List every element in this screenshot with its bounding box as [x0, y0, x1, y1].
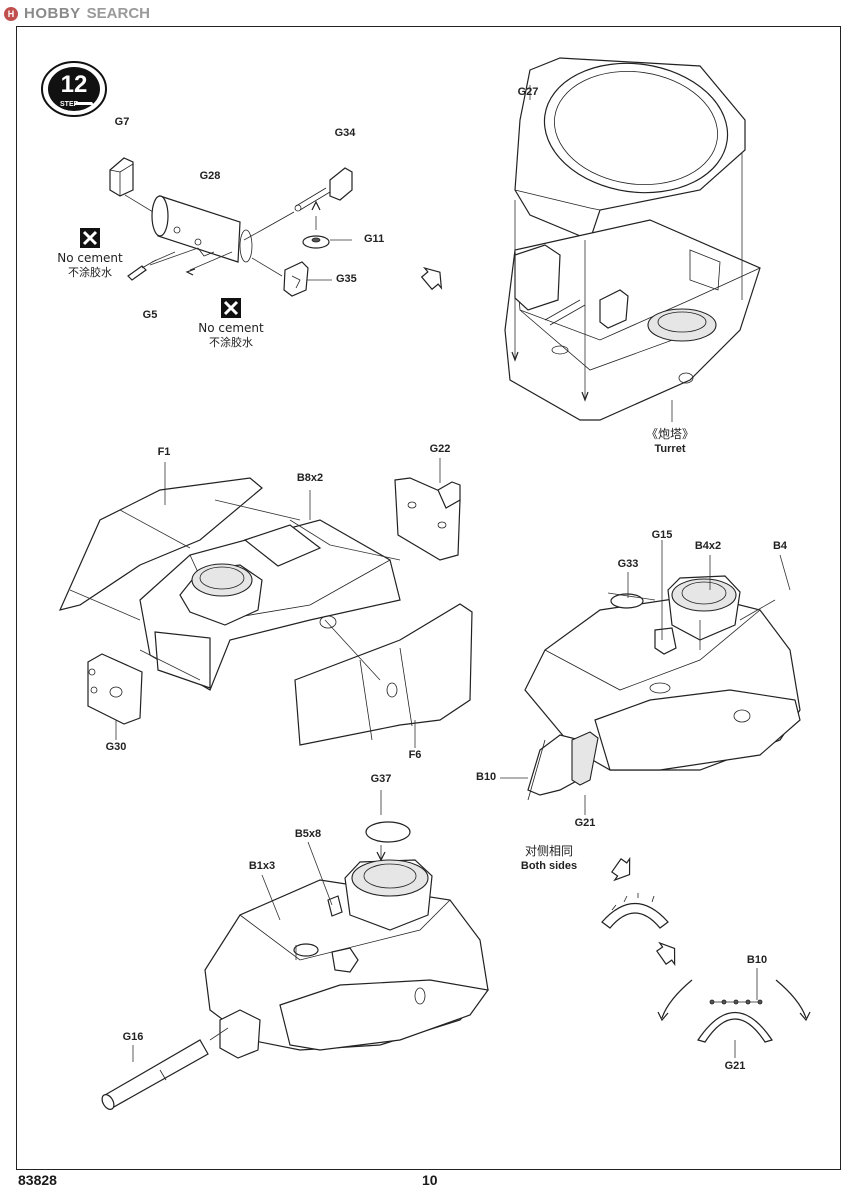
no-cement-note-2-cn: 不涂胶水	[209, 336, 253, 349]
g27-roof-drawing	[514, 57, 746, 241]
label-g28: G28	[199, 170, 221, 182]
g35-part-drawing	[283, 261, 309, 297]
b10-small-drawing	[601, 893, 669, 929]
kit-number: 83828	[18, 1172, 57, 1188]
label-g7: G7	[114, 116, 130, 128]
no-cement-x-icon-2	[221, 298, 241, 318]
page-number: 10	[422, 1172, 438, 1188]
watermark-search: SEARCH	[86, 5, 151, 22]
page-frame	[16, 26, 841, 1170]
label-f1: F1	[157, 446, 171, 458]
g11-part-drawing	[302, 235, 330, 249]
b10-g21-rail-drawing	[657, 979, 811, 1043]
step-badge: 12 STEP	[40, 60, 108, 118]
g7-part-drawing	[109, 157, 134, 197]
label-b1x3: B1x3	[248, 860, 276, 872]
label-g37: G37	[370, 773, 392, 785]
label-g15: G15	[651, 529, 673, 541]
g30-part-drawing	[87, 653, 143, 725]
watermark: H HOBBY SEARCH	[4, 5, 150, 22]
label-b10-a: B10	[476, 771, 497, 783]
final-turret-drawing	[204, 821, 490, 1059]
g28-part-drawing	[151, 195, 253, 263]
watermark-brand: HOBBY	[24, 5, 81, 22]
label-b4: B4	[772, 540, 788, 552]
turret-hull-drawing	[504, 219, 761, 421]
hobby-search-logo-icon: H	[4, 6, 18, 21]
g16-gun-barrel-drawing	[101, 1039, 209, 1110]
label-g33: G33	[617, 558, 639, 570]
no-cement-x-icon	[80, 228, 100, 248]
no-cement-note-1-cn: 不涂胶水	[68, 266, 112, 279]
step-word: STEP	[60, 101, 79, 108]
label-g21-a: G21	[574, 817, 596, 829]
label-b5x8: B5x8	[294, 828, 322, 840]
label-g21-b: G21	[724, 1060, 746, 1072]
label-g35: G35	[336, 273, 357, 285]
label-b10-b: B10	[746, 954, 768, 966]
g34-part-drawing	[261, 167, 353, 231]
label-g11: G11	[364, 233, 385, 245]
step-number: 12	[61, 71, 88, 98]
turret-caption: Turret	[654, 443, 686, 455]
label-b8x2: B8x2	[296, 472, 324, 484]
label-g22: G22	[429, 443, 451, 455]
both-sides-caption-cn: 对侧相同	[524, 844, 574, 858]
f6-side-plate-drawing	[294, 603, 473, 746]
both-sides-caption: Both sides	[520, 860, 578, 872]
label-f6: F6	[408, 749, 422, 761]
no-cement-note-2: No cement	[198, 321, 264, 335]
turret-caption-cn: 《炮塔》	[645, 427, 695, 441]
label-g30: G30	[105, 741, 127, 753]
turret-body-drawing	[139, 519, 401, 691]
g5-part-drawing	[127, 259, 157, 281]
label-b4x2: B4x2	[694, 540, 722, 552]
g22-part-drawing	[394, 477, 461, 561]
step-badge-icon: 12 STEP	[41, 61, 107, 117]
no-cement-note-1: No cement	[57, 251, 123, 265]
label-g16: G16	[122, 1031, 144, 1043]
label-g34: G34	[334, 127, 356, 139]
label-g5: G5	[142, 309, 158, 321]
assembled-turret-drawing	[524, 575, 801, 801]
label-g27: G27	[517, 86, 539, 98]
